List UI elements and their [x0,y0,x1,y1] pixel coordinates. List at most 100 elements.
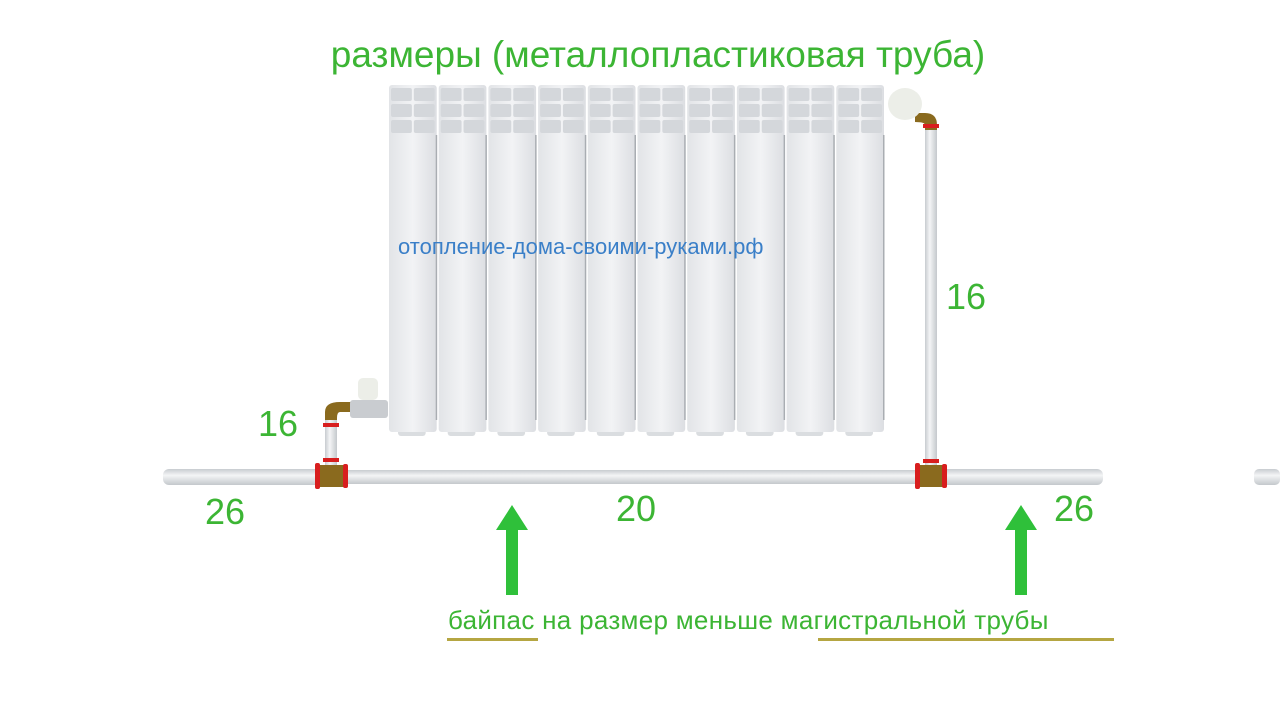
left-tee-seal-b [343,464,348,488]
section-fin [788,104,810,117]
section-fin [761,104,783,117]
section-gap [485,135,487,420]
section-gap [634,135,636,420]
right-tee-seal-b [942,464,947,488]
left-tee [315,465,347,487]
section-fin [562,104,584,117]
left-valve-cap [358,378,378,400]
label-right-riser: 16 [946,276,987,317]
bypass-note: байпас на размер меньше магистральной тр… [448,605,1049,636]
section-fin [463,104,485,117]
right-seal-upper [923,124,939,128]
section-gap [684,135,686,420]
note-bypass: байпас [448,605,535,635]
section-fin [562,88,584,101]
section-fin [463,120,485,133]
page-title: размеры (металлопластиковая труба) [330,34,986,75]
air-vent-cap [888,88,922,120]
section-fin [712,88,733,101]
section-fin [440,88,462,101]
section-fin [440,104,462,117]
radiator-section [687,85,735,432]
section-fin [540,88,561,101]
radiator-section [836,85,884,432]
pipe-stub-right [1254,469,1280,485]
section-fin [811,104,833,117]
radiator-section [488,85,537,432]
left-riser-pipe [325,418,337,470]
label-bypass: 20 [616,488,657,529]
section-gap [733,135,736,420]
section-fin [662,104,684,117]
section-fin [689,104,711,117]
radiator-section [389,85,437,432]
section-fin [490,104,512,117]
section-fin [391,88,412,101]
radiator-section [438,85,487,432]
radiator-section [736,85,785,432]
section-gap [584,135,587,420]
section-fin [639,88,661,101]
watermark: отопление-дома-своими-руками.рф [398,234,764,259]
section-fin [612,88,634,101]
section-fin [513,88,535,101]
section-fin [540,120,561,133]
section-fin [391,104,412,117]
right-tee [915,465,947,487]
section-fin [662,88,684,101]
underline-bypass [447,638,538,641]
section-fin [838,104,860,117]
section-fin [639,104,661,117]
section-gap [833,135,835,420]
section-fin [513,104,535,117]
section-fin [413,104,435,117]
radiator-section [786,85,835,432]
section-fin [838,88,860,101]
section-gap [435,135,438,420]
section-fin [712,120,733,133]
section-fin [788,120,810,133]
left-seal-lower [323,458,339,462]
section-fin [490,88,512,101]
left-tee-seal-a [315,463,320,489]
right-riser-pipe [925,125,937,470]
section-fin [463,88,485,101]
section-fin [788,88,810,101]
section-fin [391,120,412,133]
section-fin [589,120,611,133]
main-pipe-left [163,469,323,485]
section-fin [589,88,611,101]
section-fin [562,120,584,133]
section-fin [413,88,435,101]
section-fin [712,104,733,117]
section-fin [440,120,462,133]
section-fin [861,120,882,133]
label-main-right: 26 [1054,488,1095,529]
right-seal-lower [923,459,939,463]
note-middle: на размер меньше [534,605,781,635]
section-fin [738,104,760,117]
section-fin [761,120,783,133]
section-fin [861,104,882,117]
main-pipe-right [940,469,1103,485]
left-elbow [325,402,352,420]
radiator-section [637,85,686,432]
bypass-pipe [340,470,920,484]
arrow-up-icon [1005,505,1037,595]
section-fin [540,104,561,117]
section-fin [811,88,833,101]
note-main-pipe: магистральной трубы [780,605,1049,635]
section-gap [883,135,885,420]
section-fin [490,120,512,133]
section-fin [662,120,684,133]
left-valve-body [350,400,388,418]
section-gap [783,135,786,420]
label-left-riser: 16 [258,403,299,444]
left-seal-upper [323,423,339,427]
underline-main [818,638,1114,641]
section-fin [811,120,833,133]
section-fin [689,120,711,133]
radiator-section [538,85,586,432]
right-tee-seal-a [915,463,920,489]
section-fin [838,120,860,133]
